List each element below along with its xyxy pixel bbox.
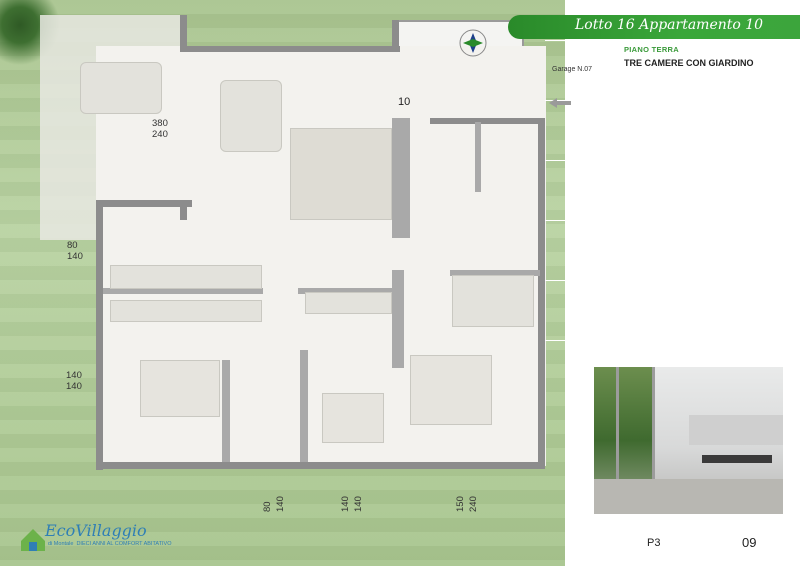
wardrobe-1 xyxy=(110,300,262,322)
entrance-arrow-icon xyxy=(549,98,571,108)
bottom-window-3-dimension: 150 xyxy=(455,496,466,512)
bottom-window-2-dimension: 140 xyxy=(340,496,351,512)
wall-porch-left xyxy=(392,20,399,50)
bed-2 xyxy=(322,393,384,443)
wall-kitchen-north xyxy=(96,200,192,207)
bottom-window-1-height: 140 xyxy=(275,496,286,512)
wall-north-left xyxy=(180,15,187,52)
bed-3 xyxy=(410,355,492,425)
plan-code: P3 xyxy=(647,537,661,549)
apartment-type: TRE CAMERE CON GIARDINO xyxy=(624,58,754,68)
garage-label: Garage N.07 xyxy=(552,66,593,73)
wall-east-top xyxy=(430,118,545,124)
wall-west xyxy=(96,200,103,470)
wall-south xyxy=(96,462,541,469)
wall-closet xyxy=(450,270,540,276)
photo-floor xyxy=(594,479,783,514)
kitchen-counter xyxy=(110,265,262,289)
bottom-window-1-dimension: 80 xyxy=(262,501,273,512)
page-number: 09 xyxy=(742,535,757,550)
wall-north xyxy=(180,46,400,52)
wall-east xyxy=(538,120,545,469)
sofa xyxy=(290,128,392,220)
compass-icon xyxy=(459,29,487,57)
wall-bed1-north xyxy=(103,288,263,294)
terrace-table xyxy=(80,62,162,114)
dining-table xyxy=(220,80,282,152)
ecovillaggio-logo-icon xyxy=(21,529,45,551)
page-title: Lotto 16 Appartamento 10 xyxy=(575,17,764,33)
wall-kitchen-jog xyxy=(180,200,187,220)
bed-1 xyxy=(140,360,220,417)
exterior-paving xyxy=(545,40,600,360)
photo-window-frame xyxy=(616,367,619,514)
interior-render-photo xyxy=(594,367,783,514)
unit-number: 10 xyxy=(398,96,411,108)
wall-bath-left xyxy=(392,118,410,238)
photo-kitchen xyxy=(689,415,783,445)
wardrobe-3 xyxy=(452,275,534,327)
wall-bed2-bed3 xyxy=(392,270,404,368)
bottom-window-3-height: 240 xyxy=(468,496,479,512)
wall-bath-bed2 xyxy=(300,350,308,462)
bottom-window-2-height: 140 xyxy=(353,496,364,512)
wall-bath-divider xyxy=(475,122,481,192)
floor-level: PIANO TERRA xyxy=(624,45,679,54)
photo-dining-table xyxy=(702,455,772,463)
wall-bed2-north xyxy=(298,288,398,294)
logo-text: EcoVillaggio xyxy=(45,521,147,540)
photo-window-frame xyxy=(652,367,655,514)
title-bar xyxy=(508,15,800,39)
wall-bed1-bath xyxy=(222,360,230,462)
wardrobe-2 xyxy=(305,292,392,314)
logo-subtitle: di Montale DIECI ANNI AL COMFORT ABITATI… xyxy=(48,541,172,547)
